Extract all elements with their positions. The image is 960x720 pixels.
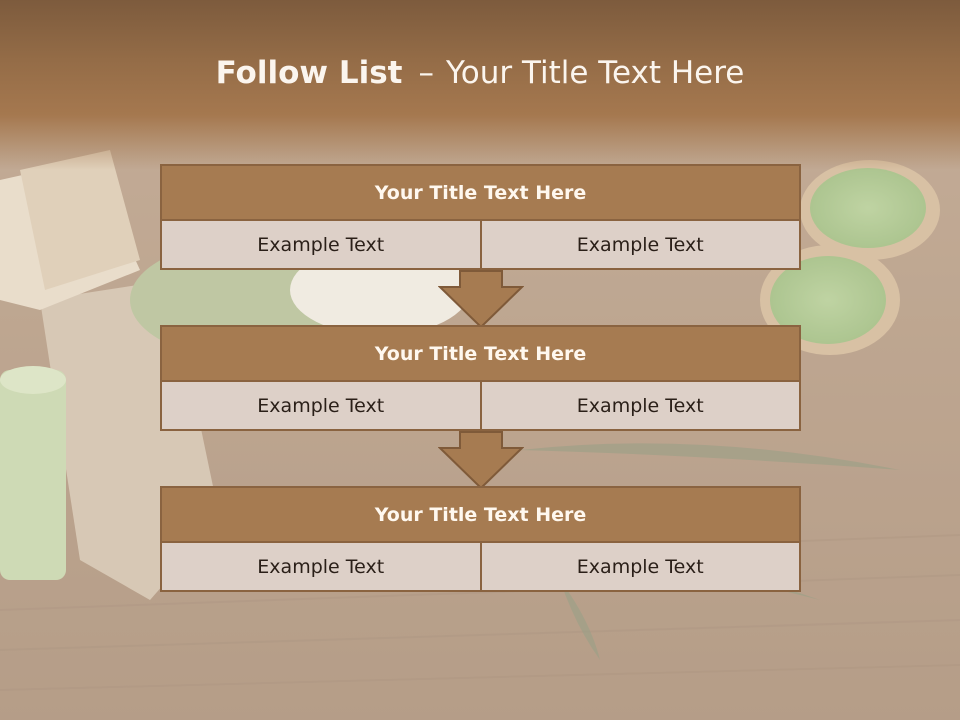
down-arrow-icon	[438, 431, 524, 490]
block-cell-left: Example Text	[160, 382, 482, 431]
title-rest-part: Your Title Text Here	[445, 55, 745, 91]
list-block-3: Your Title Text Here Example Text Exampl…	[160, 486, 801, 592]
block-cell-left: Example Text	[160, 221, 482, 270]
title-separator: –	[418, 55, 434, 91]
block-cell-right: Example Text	[481, 543, 801, 592]
list-block-2: Your Title Text Here Example Text Exampl…	[160, 325, 801, 431]
list-block-1: Your Title Text Here Example Text Exampl…	[160, 164, 801, 270]
slide-title: Follow List–Your Title Text Here	[0, 55, 960, 91]
block-cell-left: Example Text	[160, 543, 482, 592]
block-title: Your Title Text Here	[160, 325, 801, 382]
block-title: Your Title Text Here	[160, 486, 801, 543]
title-bold-part: Follow List	[215, 55, 403, 91]
block-title: Your Title Text Here	[160, 164, 801, 221]
header-band	[0, 0, 960, 170]
block-row: Example Text Example Text	[160, 221, 801, 270]
down-arrow-icon	[438, 270, 524, 329]
block-cell-right: Example Text	[481, 221, 801, 270]
block-cell-right: Example Text	[481, 382, 801, 431]
block-row: Example Text Example Text	[160, 382, 801, 431]
block-row: Example Text Example Text	[160, 543, 801, 592]
